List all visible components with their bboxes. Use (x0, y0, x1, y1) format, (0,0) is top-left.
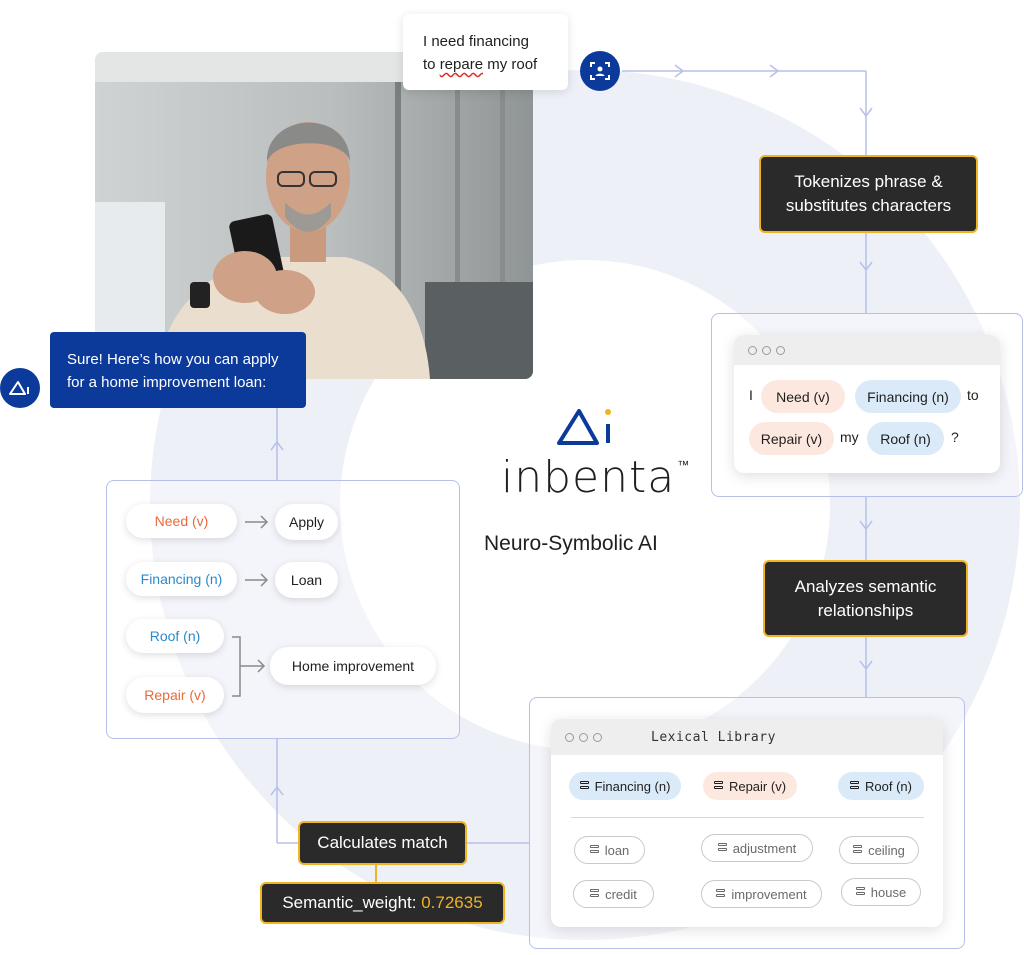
synonym: improvement (701, 880, 822, 908)
brand-subtitle: Neuro-Symbolic AI (484, 532, 658, 555)
bot-reply-line1: Sure! Here’s how you can apply (67, 351, 279, 368)
match-step: Calculates match (298, 821, 467, 865)
mapping-arrows (232, 515, 269, 697)
token-verb: Repair (v) (749, 422, 834, 455)
user-message-line1: I need financing (423, 33, 529, 50)
database-icon (850, 781, 860, 791)
user-message-bubble: I need financing to repare my roof (403, 14, 568, 90)
database-icon (717, 843, 727, 853)
mapping-target: Apply (275, 504, 338, 540)
inbenta-mark-icon (0, 368, 40, 408)
mapping-source: Financing (n) (126, 562, 237, 596)
mapping-target: Home improvement (270, 647, 436, 685)
brand-name: inbenta (501, 452, 676, 503)
semantic-weight-readout: Semantic_weight: 0.72635 (260, 882, 505, 924)
bot-reply-bubble: Sure! Here’s how you can apply for a hom… (50, 332, 306, 408)
inbenta-logo-icon (555, 405, 615, 455)
database-icon (590, 889, 600, 899)
misspelled-word: repare (439, 56, 484, 73)
database-icon (853, 845, 863, 855)
token-word: to (967, 387, 979, 403)
database-icon (713, 781, 723, 791)
window-bar: Lexical Library (551, 719, 943, 755)
token-word: ? (951, 429, 959, 445)
mapping-source: Repair (v) (126, 677, 224, 713)
synonym: ceiling (839, 836, 919, 864)
semantic-weight-label: Semantic_weight: (282, 893, 422, 912)
library-term: Financing (n) (569, 772, 681, 800)
library-term: Roof (n) (838, 772, 924, 800)
semantic-weight-value: 0.72635 (421, 893, 483, 912)
mapping-source: Need (v) (126, 504, 237, 538)
synonym: credit (573, 880, 654, 908)
synonym: adjustment (701, 834, 813, 862)
synonym: loan (574, 836, 645, 864)
bot-reply-line2: for a home improvement loan: (67, 374, 267, 391)
mapping-source: Roof (n) (126, 619, 224, 653)
tokenize-step: Tokenizes phrase &substitutes characters (759, 155, 978, 233)
library-term: Repair (v) (703, 772, 797, 800)
synonym: house (841, 878, 921, 906)
trademark: ™ (677, 458, 690, 472)
user-message-line2: to repare my roof (423, 56, 538, 73)
token-verb: Need (v) (761, 380, 845, 413)
customer-photo (95, 52, 533, 379)
token-word: I (749, 387, 753, 403)
window-bar (734, 335, 1000, 365)
user-scan-icon (580, 51, 620, 91)
database-icon (579, 781, 589, 791)
lexical-library-title: Lexical Library (651, 729, 776, 745)
database-icon (589, 845, 599, 855)
database-icon (855, 887, 865, 897)
database-icon (716, 889, 726, 899)
mapping-target: Loan (275, 562, 338, 598)
brand-wordmark: inbenta ™ (501, 452, 689, 503)
token-word: my (840, 429, 859, 445)
token-noun: Roof (n) (867, 422, 944, 455)
divider (571, 817, 924, 818)
token-noun: Financing (n) (855, 380, 961, 413)
